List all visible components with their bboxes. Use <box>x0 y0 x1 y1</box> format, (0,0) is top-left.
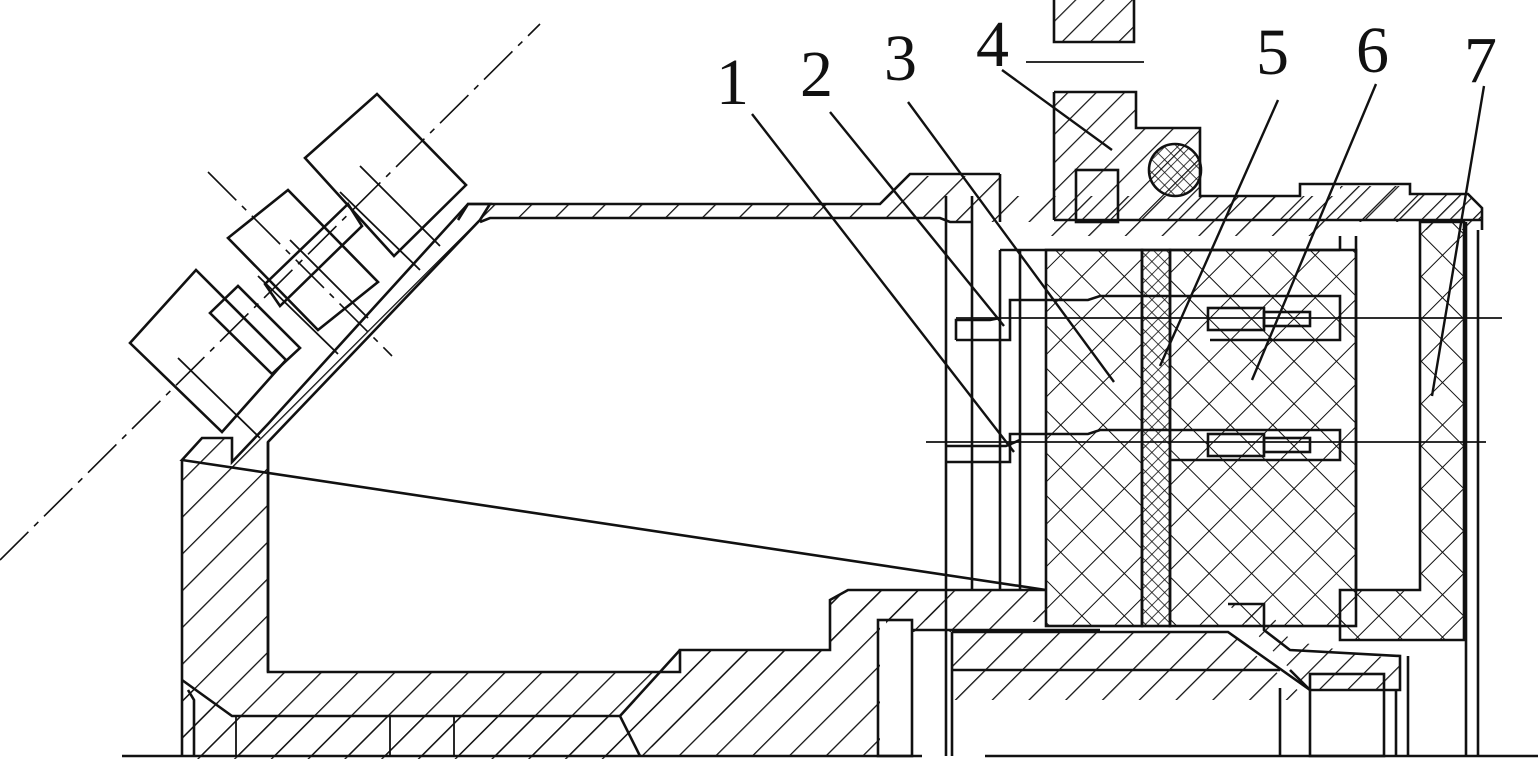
angled-component-assembly <box>0 23 541 561</box>
callout-label-2: 2 <box>800 38 833 111</box>
callout-label-3: 3 <box>884 22 917 95</box>
lower-internals <box>950 602 1402 758</box>
leader-lines <box>751 69 1486 453</box>
angled-block-outer <box>128 92 468 439</box>
callout-label-4: 4 <box>976 8 1009 81</box>
callout-label-1: 1 <box>716 46 749 119</box>
callout-label-6: 6 <box>1356 14 1389 87</box>
callout-label-7: 7 <box>1464 24 1497 97</box>
callout-label-5: 5 <box>1256 16 1289 89</box>
contact-pins <box>926 294 1502 464</box>
coupling-nut <box>1026 0 1484 230</box>
callout-labels: 1 2 3 4 5 6 7 <box>716 8 1497 119</box>
